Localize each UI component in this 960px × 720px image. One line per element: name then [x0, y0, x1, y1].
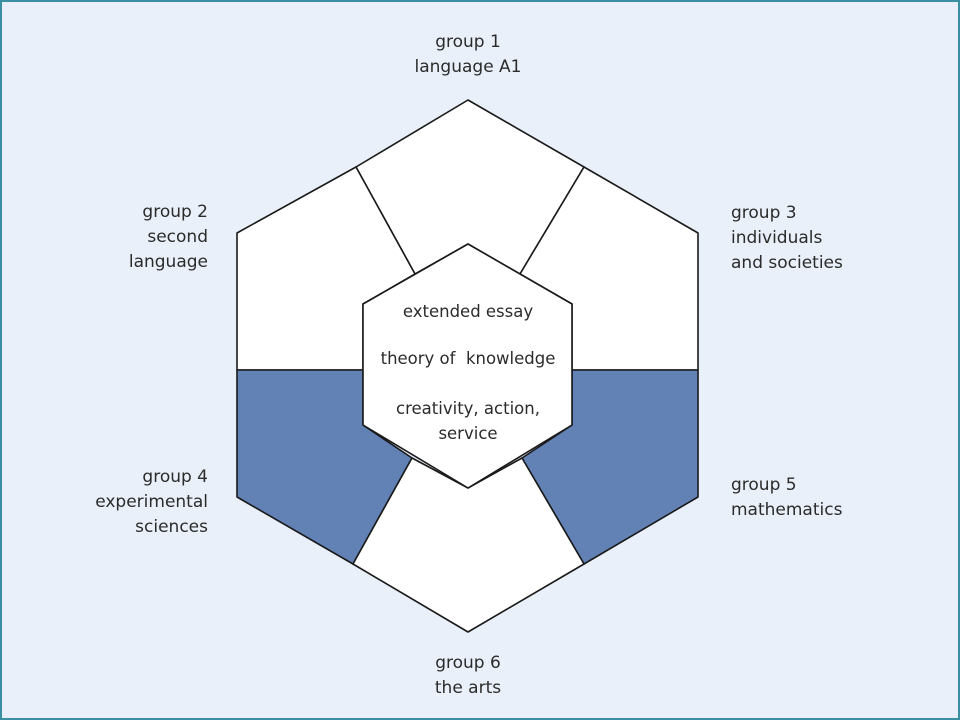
group4-number: group 4 [142, 467, 208, 487]
group4-subject-line1: experimental [95, 492, 208, 512]
group3-subject-line2: and societies [731, 253, 843, 273]
group1-subject: language A1 [414, 57, 522, 77]
group2-subject-line2: language [128, 252, 208, 272]
label-group5: group 5 mathematics [731, 473, 881, 523]
group3-subject-line1: individuals [731, 228, 823, 248]
core-cas-line2: service [438, 424, 498, 443]
group2-subject-line1: second [147, 227, 208, 247]
core-hexagon [362, 243, 573, 489]
core-cas-line1: creativity, action, [396, 399, 540, 418]
label-group1: group 1 language A1 [398, 30, 538, 80]
group2-number: group 2 [142, 202, 208, 222]
group5-number: group 5 [731, 475, 797, 495]
group6-number: group 6 [435, 653, 501, 673]
label-group3: group 3 individuals and societies [731, 201, 881, 276]
group1-number: group 1 [435, 32, 501, 52]
label-group2: group 2 second language [88, 200, 208, 275]
group4-subject-line2: sciences [135, 517, 208, 537]
group5-subject: mathematics [731, 500, 843, 520]
core-extended-essay: extended essay [402, 302, 534, 321]
label-group6: group 6 the arts [398, 651, 538, 701]
group3-number: group 3 [731, 203, 797, 223]
label-group4: group 4 experimental sciences [58, 465, 208, 540]
group6-subject: the arts [434, 678, 502, 698]
core-theory-of-knowledge: theory of knowledge [380, 349, 556, 368]
